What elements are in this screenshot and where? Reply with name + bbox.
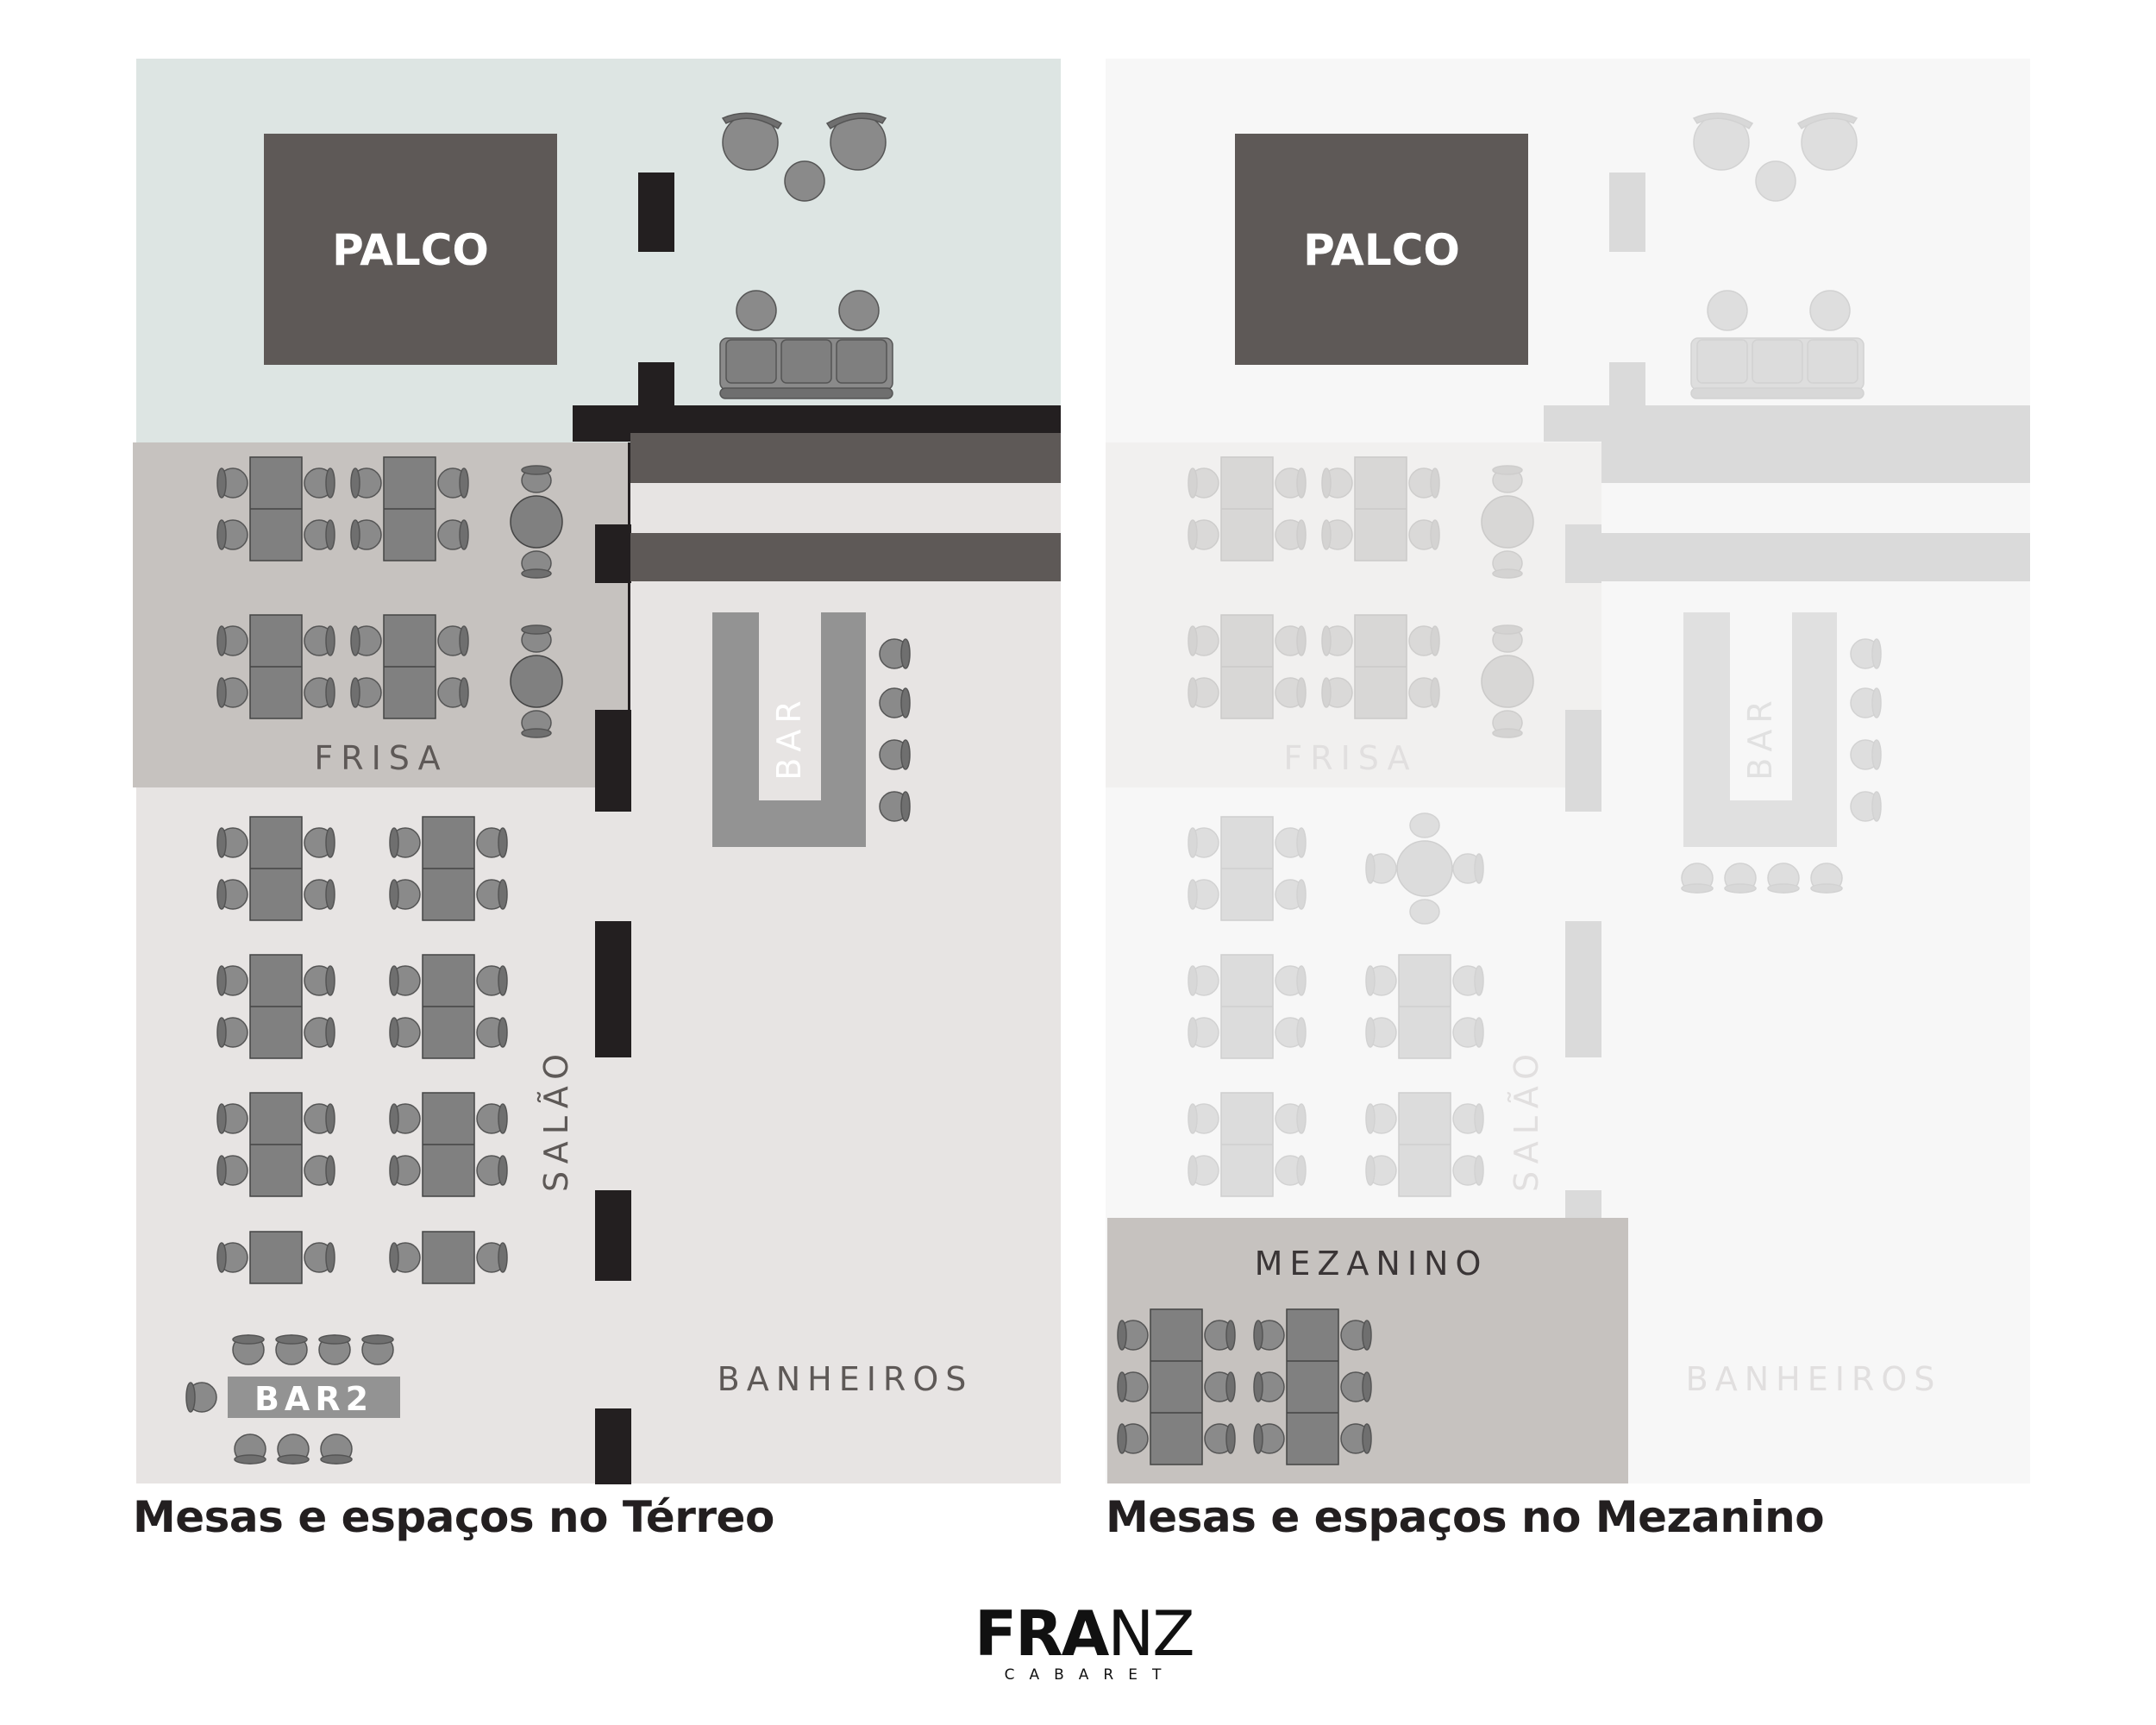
terreo-bar2-stool <box>234 1433 266 1465</box>
mezanino-stage <box>1235 134 1528 365</box>
terreo-pouf <box>736 290 777 331</box>
terreo-bar2-stool <box>320 1433 353 1465</box>
mezanino-bar-stool <box>1767 862 1800 894</box>
terreo-bar-stool <box>879 687 911 718</box>
mezanino-round-table-4 <box>1365 812 1484 925</box>
terreo-plan: PALCO FRISA BAR SALÃO BAR2 BANHEIROS <box>133 59 1061 1484</box>
mezanino-bar-stool <box>1724 862 1757 894</box>
terreo-bar-stool <box>879 638 911 669</box>
terreo-bar2-stool <box>361 1334 394 1365</box>
terreo-bar2-stool <box>318 1334 351 1365</box>
mezanino-bar-stool <box>1810 862 1843 894</box>
terreo-bar-stool <box>879 791 911 822</box>
terreo-bar2-stool <box>275 1334 308 1365</box>
mezanino-caption: Mesas e espaços no Mezanino <box>1106 1492 1825 1542</box>
franz-cabaret-logo: FRANZ CABARET <box>975 1603 1195 1684</box>
terreo-side-table <box>784 160 825 202</box>
mezanino-banheiros-label: BANHEIROS <box>1686 1360 1942 1398</box>
mezanino-pouf <box>1707 290 1748 331</box>
terreo-walls <box>573 172 1061 1484</box>
mezanino-pouf <box>1809 290 1851 331</box>
mezanino-bar-stool <box>1850 739 1882 770</box>
terreo-bar-counter <box>712 612 866 847</box>
terreo-bar2-stool <box>185 1382 217 1413</box>
logo-subtitle: CABARET <box>1004 1666 1176 1684</box>
mezanino-bar-label: BAR <box>1741 694 1779 780</box>
terreo-stair-lower <box>630 533 1061 581</box>
terreo-bar-label: BAR <box>770 694 808 780</box>
terreo-bar2-stool <box>232 1334 265 1365</box>
terreo-stair-upper <box>630 433 1061 483</box>
terreo-frisa-area <box>133 442 629 787</box>
mezanino-bar-stool <box>1681 862 1714 894</box>
mezanino-faded-furniture <box>1188 112 1882 1196</box>
terreo-caption: Mesas e espaços no Térreo <box>133 1492 774 1542</box>
mezanino-salao-label: SALÃO <box>1507 1047 1545 1192</box>
mezanino-plan: PALCO FRISA BAR SALÃO MEZANINO BANHEIROS <box>1106 59 2030 1484</box>
terreo-frisa-label: FRISA <box>314 739 448 777</box>
mezanino-area-label: MEZANINO <box>1255 1245 1489 1283</box>
logo-brand-bold: FRA <box>975 1597 1109 1670</box>
logo-brand-light: NZ <box>1107 1597 1194 1670</box>
terreo-pouf <box>838 290 880 331</box>
mezanino-bar-stool <box>1850 791 1882 822</box>
terreo-bar-stool <box>879 739 911 770</box>
mezanino-bar-counter <box>1683 612 1837 847</box>
mezanino-stage-label: PALCO <box>1303 225 1460 275</box>
terreo-banheiros-label: BANHEIROS <box>718 1360 974 1398</box>
mezanino-bar-stool <box>1850 638 1882 669</box>
terreo-stage <box>264 134 557 365</box>
mezanino-walls <box>1544 172 2030 1220</box>
terreo-sofa <box>719 337 893 399</box>
mezanino-side-table <box>1755 160 1796 202</box>
terreo-bar2-counter <box>228 1377 400 1418</box>
mezanino-long-table <box>1254 1309 1371 1465</box>
logo-wordmark: FRANZ <box>975 1603 1195 1665</box>
terreo-salao-label: SALÃO <box>537 1047 575 1192</box>
mezanino-bar-stool <box>1850 687 1882 718</box>
terreo-stage-label: PALCO <box>332 225 489 275</box>
mezanino-frisa-area <box>1106 442 1601 787</box>
terreo-bar2-stool <box>277 1433 310 1465</box>
terreo-bar2-label: BAR2 <box>254 1380 373 1418</box>
mezanino-frisa-label: FRISA <box>1283 739 1417 777</box>
mezanino-sofa <box>1690 337 1865 399</box>
mezanino-long-table <box>1118 1309 1235 1465</box>
